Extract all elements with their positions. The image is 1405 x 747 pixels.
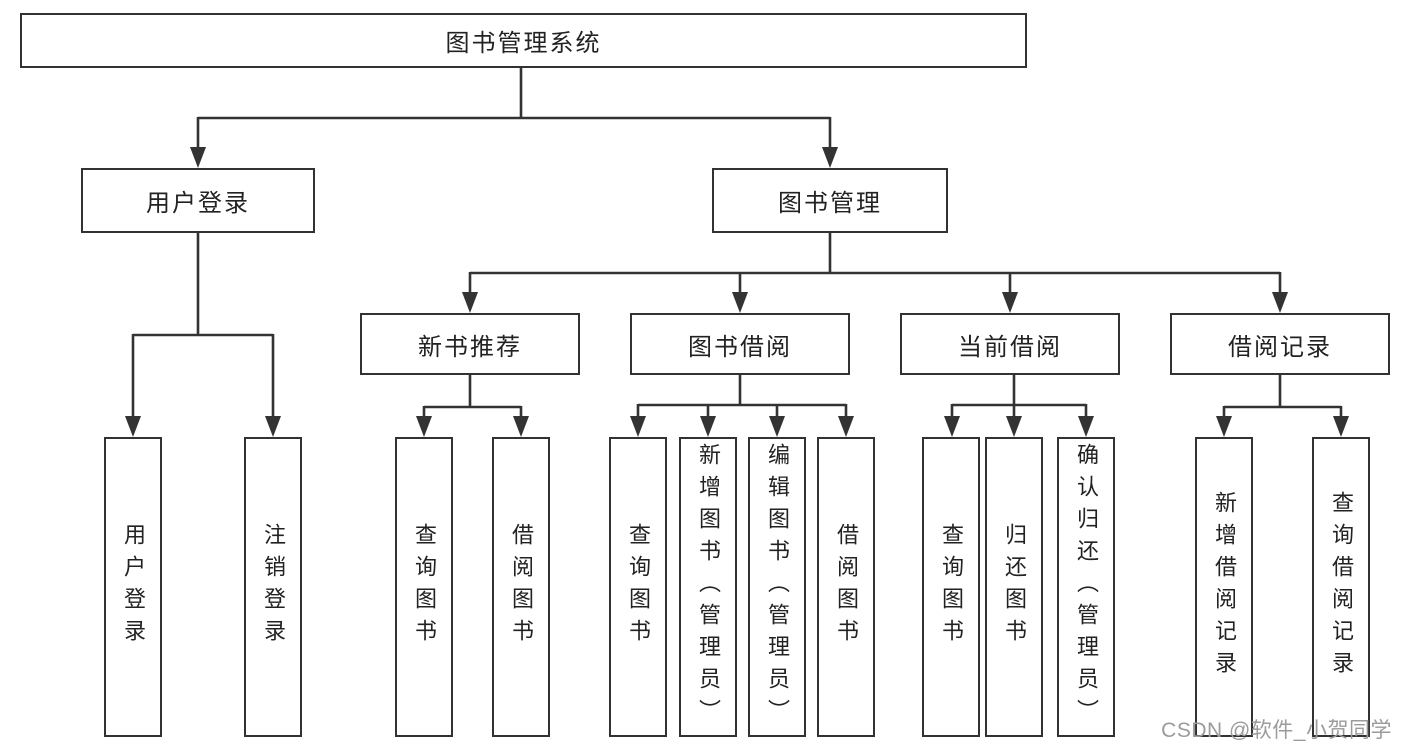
node-label: 用户登录 — [146, 190, 250, 217]
leaf-add-books-admin: 新增图书（管理员） — [679, 437, 737, 737]
leaf-label: 归还图书 — [1002, 523, 1027, 651]
leaf-label: 确认归还（管理员） — [1074, 443, 1099, 731]
connector-current-borrow-children — [950, 375, 1088, 420]
leaf-label: 借阅图书 — [509, 523, 534, 651]
leaf-label: 查询图书 — [626, 523, 651, 651]
leaf-edit-books-admin: 编辑图书（管理员） — [748, 437, 806, 737]
leaf-logout-login: 注销登录 — [244, 437, 302, 737]
leaf-label: 借阅图书 — [834, 523, 859, 651]
node-borrow-records: 借阅记录 — [1170, 313, 1390, 375]
leaf-add-borrow-record: 新增借阅记录 — [1195, 437, 1253, 737]
leaf-label: 查询图书 — [412, 523, 437, 651]
node-label: 图书借阅 — [688, 333, 792, 361]
connector-new-book-recommend-children — [422, 375, 523, 420]
leaf-label: 注销登录 — [261, 523, 286, 651]
leaf-label: 查询图书 — [939, 523, 964, 651]
node-label: 新书推荐 — [418, 333, 522, 361]
node-user-login: 用户登录 — [81, 168, 315, 233]
leaf-query-books-current: 查询图书 — [922, 437, 980, 737]
leaf-borrow-books-recommend: 借阅图书 — [492, 437, 550, 737]
node-label: 图书管理 — [778, 190, 882, 217]
connector-book-management-children — [468, 233, 1282, 296]
arrowheads — [125, 147, 1349, 437]
leaf-label: 新增借阅记录 — [1212, 491, 1237, 683]
node-book-borrow: 图书借阅 — [630, 313, 850, 375]
leaf-label: 用户登录 — [121, 523, 146, 651]
node-label: 当前借阅 — [958, 333, 1062, 361]
node-new-book-recommend: 新书推荐 — [360, 313, 580, 375]
node-current-borrow: 当前借阅 — [900, 313, 1120, 375]
leaf-label: 编辑图书（管理员） — [765, 443, 790, 731]
node-label: 图书管理系统 — [445, 30, 602, 57]
connector-root-to-level2 — [196, 68, 832, 150]
leaf-return-books: 归还图书 — [985, 437, 1043, 737]
leaf-query-books-recommend: 查询图书 — [395, 437, 453, 737]
csdn-watermark: CSDN @软件_小贺同学 — [1161, 719, 1392, 742]
leaf-confirm-return-admin: 确认归还（管理员） — [1057, 437, 1115, 737]
connector-borrow-records-children — [1222, 375, 1343, 420]
node-label: 借阅记录 — [1228, 333, 1332, 361]
leaf-query-borrow-record: 查询借阅记录 — [1312, 437, 1370, 737]
leaf-query-books-borrow: 查询图书 — [609, 437, 667, 737]
connector-book-borrow-children — [636, 375, 848, 420]
leaf-label: 查询借阅记录 — [1329, 491, 1354, 683]
connector-user-login-children — [131, 233, 275, 420]
node-book-management: 图书管理 — [712, 168, 948, 233]
node-library-management-system: 图书管理系统 — [20, 13, 1027, 68]
leaf-borrow-books: 借阅图书 — [817, 437, 875, 737]
leaf-label: 新增图书（管理员） — [696, 443, 721, 731]
leaf-user-login: 用户登录 — [104, 437, 162, 737]
